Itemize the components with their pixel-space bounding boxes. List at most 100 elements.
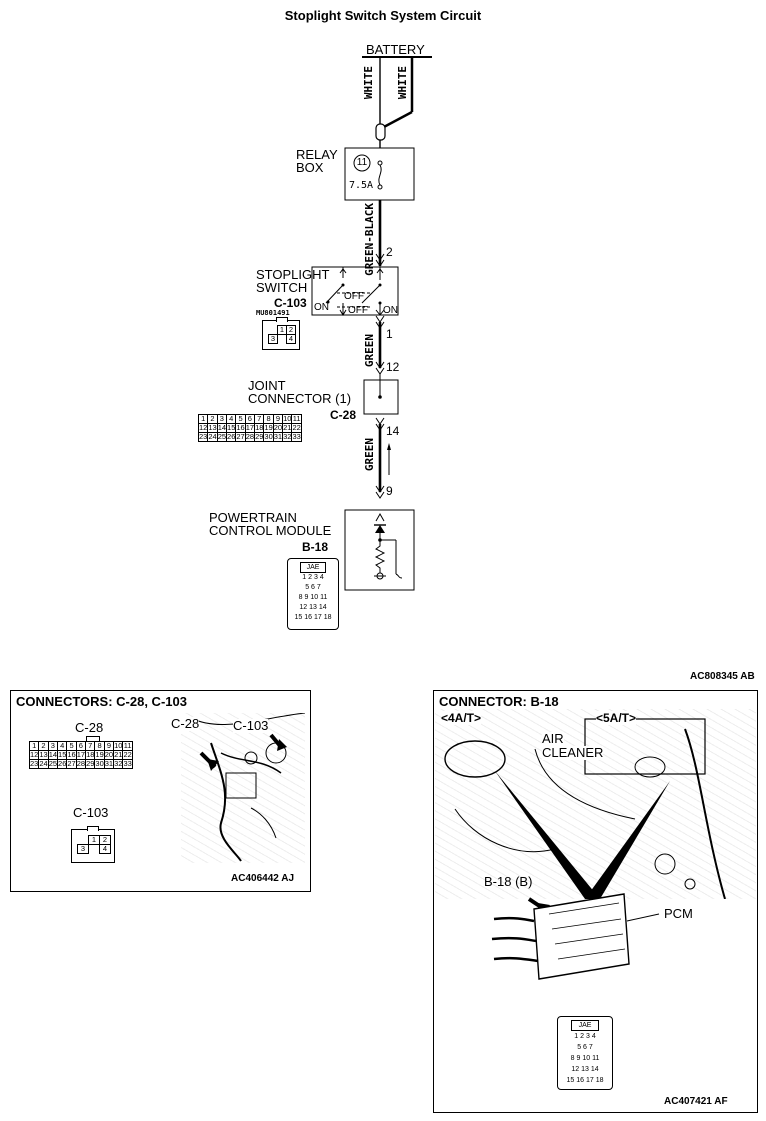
- photo-c28-label: C-28: [171, 716, 200, 731]
- engine-bay-illustration: [435, 709, 756, 899]
- pointer-wedge-left: [495, 771, 600, 899]
- resistor-symbol: [374, 540, 386, 574]
- fuse-number: 11: [356, 157, 368, 168]
- battery-label: BATTERY: [366, 42, 425, 57]
- at5-label: <5A/T>: [596, 711, 637, 725]
- c103-pin: 4: [99, 844, 111, 854]
- switch-off-bottom: OFF: [348, 305, 368, 316]
- c28-pin: 28: [75, 759, 87, 769]
- fuse-rating: 7.5A: [349, 180, 374, 191]
- c28-pin: 31: [103, 759, 115, 769]
- dash-harness-drawing: [190, 713, 305, 862]
- wire-green-2-label: GREEN: [363, 438, 376, 472]
- c28-pin: 32: [282, 432, 293, 442]
- splice-oval: [375, 123, 386, 141]
- stoplight-switch-label-1: STOPLIGHT: [256, 267, 330, 282]
- c28-pin: 29: [85, 759, 96, 769]
- photo-c103-label: C-103: [233, 718, 269, 733]
- b18-pin-grid: 1 2 3 4 5 6 7 8 9 10 11 12 13 14 15 16 1…: [566, 1033, 604, 1084]
- stoplight-part-no: MU801491: [256, 309, 290, 317]
- fuse-number-circle: [353, 154, 371, 172]
- wire-white-2-label: WHITE: [396, 66, 409, 100]
- joint-connector-label-2: CONNECTOR (1): [248, 391, 352, 406]
- pcm-unit-drawing: [491, 893, 660, 980]
- circuit-figure-code: AC808345 AB: [690, 671, 755, 682]
- joint-connector-label-1: JOINT: [248, 378, 286, 393]
- pin-9-label: 9: [386, 484, 393, 498]
- relay-box-label-1: RELAY: [296, 147, 338, 162]
- pcm-label-2: CONTROL MODULE: [209, 523, 332, 538]
- fuse-symbol: [378, 164, 382, 186]
- c28-pin: 26: [226, 432, 237, 442]
- c28-pin: 27: [66, 759, 77, 769]
- stoplight-switch-label-2: SWITCH: [256, 280, 308, 295]
- c103-pin: 3: [77, 844, 89, 854]
- panel-right-figure-code: AC407421 AF: [664, 1096, 728, 1107]
- panel-right-title: CONNECTOR: B-18: [439, 694, 559, 709]
- c28-pin: 31: [272, 432, 284, 442]
- c28-label: C-28: [75, 720, 104, 735]
- dash-harness-illustration: [181, 713, 305, 863]
- connector-b18-panel: CONNECTOR: B-18 <4A/T> <5A/T> AIR CLEANE…: [433, 690, 758, 1113]
- c28-pin: 30: [263, 432, 274, 442]
- c103-label: C-103: [73, 805, 109, 820]
- pointer-wedge-right: [585, 781, 670, 899]
- circuit-diagram: [311, 56, 432, 591]
- pin-1-label: 1: [386, 327, 393, 341]
- b18b-label: B-18 (B): [484, 874, 533, 889]
- joint-connector-code: C-28: [330, 408, 357, 422]
- pin-2-label: 2: [386, 245, 393, 259]
- pcm-connector-code: B-18: [302, 540, 329, 554]
- b18-jae-label: JAE: [571, 1020, 599, 1031]
- diode-symbol: [375, 525, 385, 533]
- c103-pin: 3: [268, 334, 278, 344]
- diagram-title: Stoplight Switch System Circuit: [284, 8, 482, 23]
- switch-on-right: ON: [383, 305, 398, 316]
- panel-left-title: CONNECTORS: C-28, C-103: [16, 694, 187, 709]
- c103-pin: 1: [277, 325, 287, 335]
- relay-box-outline: [344, 147, 415, 201]
- switch-on-left: ON: [314, 302, 329, 313]
- c28-pin: 24: [207, 432, 218, 442]
- c28-pin: 28: [244, 432, 256, 442]
- panel-left-figure-code: AC406442 AJ: [231, 873, 295, 884]
- pcm-label: PCM: [664, 906, 693, 921]
- c103-pin: 1: [88, 835, 100, 845]
- c28-pin: 30: [94, 759, 105, 769]
- pcm-connector-face: JAE 1 2 3 4 5 6 7 8 9 10 11 12 13 14 15 …: [287, 558, 339, 630]
- c28-pin: 32: [113, 759, 124, 769]
- relay-box-label-2: BOX: [296, 160, 324, 175]
- c28-pin: 29: [254, 432, 265, 442]
- pin-12-label: 12: [386, 360, 400, 374]
- pin-14-label: 14: [386, 424, 400, 438]
- wire-white-1-label: WHITE: [362, 66, 375, 100]
- stoplight-connector-code: C-103: [274, 296, 307, 310]
- c28-pin: 27: [235, 432, 246, 442]
- air-cleaner-label-1: AIR: [542, 731, 564, 746]
- pcm-label-1: POWERTRAIN: [209, 510, 297, 525]
- c28-pin: 26: [57, 759, 68, 769]
- c28-pin: 33: [291, 432, 302, 442]
- c28-pin: 25: [47, 759, 59, 769]
- c28-pin: 25: [216, 432, 228, 442]
- wire-green-1-label: GREEN: [363, 334, 376, 368]
- jae-label: JAE: [300, 562, 326, 573]
- air-cleaner-label-2: CLEANER: [542, 745, 604, 760]
- c103-pin: 4: [286, 334, 296, 344]
- b18-connector-face: JAE 1 2 3 4 5 6 7 8 9 10 11 12 13 14 15 …: [557, 1016, 613, 1090]
- c28-pin: 23: [28, 759, 40, 769]
- switch-off-top: OFF: [344, 291, 364, 302]
- at4-label: <4A/T>: [441, 711, 482, 725]
- c28-pin: 23: [197, 432, 209, 442]
- c28-pin: 33: [122, 759, 133, 769]
- wire-green-black-label: GREEN-BLACK: [363, 203, 376, 276]
- b18-pin-grid-small: 1 2 3 4 5 6 7 8 9 10 11 12 13 14 15 16 1…: [294, 574, 332, 621]
